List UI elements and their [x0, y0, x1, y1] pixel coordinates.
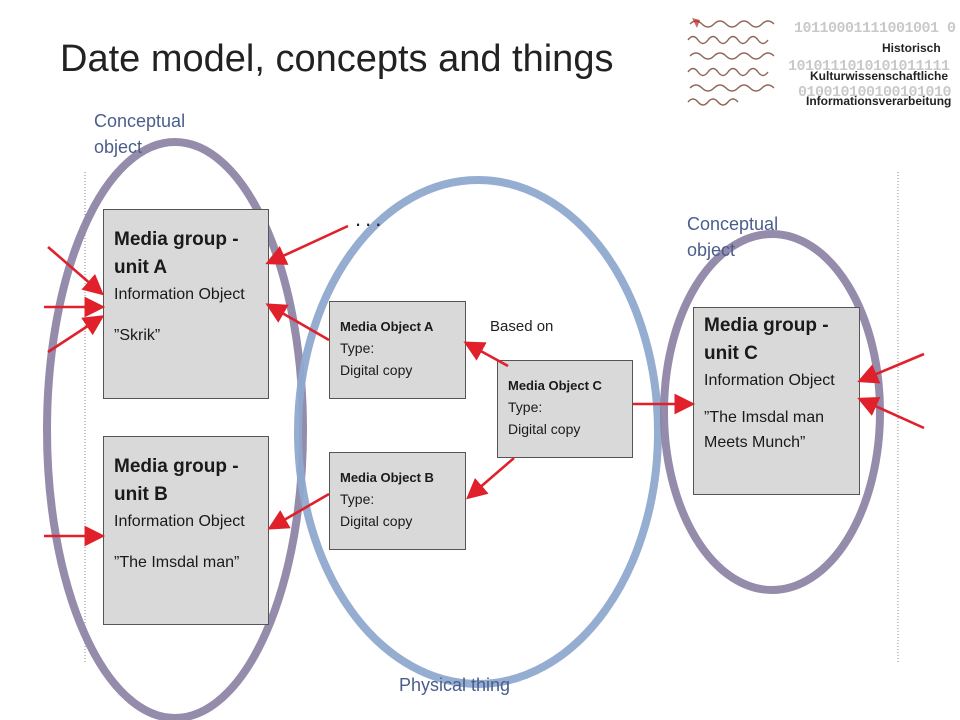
media-object-b-type-value: Digital copy — [340, 513, 413, 529]
slide-title: Date model, concepts and things — [60, 38, 614, 80]
logo-word-3: Informationsverarbeitung — [806, 94, 952, 108]
media-object-c-type-value: Digital copy — [508, 421, 581, 437]
logo-bits-3: 010010100100101010 — [798, 84, 952, 101]
logo-word-2: Kulturwissenschaftliche — [810, 69, 949, 83]
physical-thing-label: Physical thing — [399, 675, 511, 695]
arrow-ellipsis-to-group-a — [265, 224, 349, 265]
conceptual-object-label-left: Conceptual object — [94, 111, 186, 157]
media-group-c-box: Media group -unit C Information Object ”… — [693, 307, 860, 495]
media-object-a-box: Media Object A Type: Digital copy — [329, 301, 466, 399]
conceptual-object-label-right: Conceptual object — [687, 214, 779, 260]
arrow-into-group-c-1 — [857, 352, 925, 384]
media-group-c-name: ”The Imsdal man Meets Munch” — [704, 409, 825, 451]
media-object-c-type-label: Type: — [508, 399, 543, 415]
media-object-a-heading: Media Object A — [340, 319, 434, 334]
logo-bits-2: 1010111010101011111 — [788, 58, 950, 75]
arrow-into-group-c-2 — [857, 396, 925, 430]
media-group-a-box: Media group -unit A Information Object ”… — [103, 209, 269, 399]
media-group-c-heading: Media group -unit C — [704, 315, 829, 364]
logo-word-1: Historisch — [882, 41, 941, 55]
arrow-object-b-to-group-b — [267, 492, 330, 530]
physical-ellipse — [294, 176, 662, 688]
media-object-b-heading: Media Object B — [340, 470, 434, 485]
manuscript-scribble-icon — [687, 18, 775, 106]
media-group-a-name: ”Skrik” — [114, 327, 161, 344]
media-group-b-heading: Media group - unit B — [114, 456, 239, 505]
media-group-a-heading: Media group -unit A — [114, 229, 239, 278]
arrow-into-group-a-1 — [47, 246, 104, 296]
ellipsis-label: ... — [355, 206, 386, 231]
conceptual-ellipse-left — [43, 138, 307, 720]
media-object-a-type-label: Type: — [340, 340, 375, 356]
arrow-object-c-to-object-a — [463, 341, 509, 368]
media-object-b-type-label: Type: — [340, 491, 375, 507]
arrow-object-c-to-object-b — [466, 457, 515, 500]
media-group-a-type: Information Object — [114, 286, 245, 303]
arrow-object-a-to-group-a — [265, 303, 330, 342]
logo-bits-1: 10110001111001001 0 — [794, 20, 956, 37]
media-group-c-type: Information Object — [704, 372, 835, 389]
based-on-label: Based on — [490, 318, 554, 335]
media-object-c-box: Media Object C Type: Digital copy — [497, 360, 633, 458]
arrow-into-group-a-3 — [47, 315, 105, 354]
media-group-b-box: Media group - unit B Information Object … — [103, 436, 269, 625]
media-group-b-name: ”The Imsdal man” — [114, 554, 240, 571]
media-object-b-box: Media Object B Type: Digital copy — [329, 452, 466, 550]
hki-logo: 10110001111001001 0 1010111010101011111 … — [686, 14, 956, 110]
media-object-a-type-value: Digital copy — [340, 362, 413, 378]
media-object-c-heading: Media Object C — [508, 378, 602, 393]
media-group-b-type: Information Object — [114, 513, 245, 530]
